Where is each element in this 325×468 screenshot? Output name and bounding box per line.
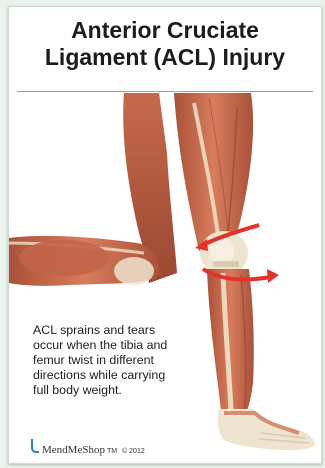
brand-name: MendMeShop: [42, 444, 105, 456]
front-thigh: [174, 93, 253, 251]
copyright-notice: © 2012: [122, 448, 145, 455]
front-shin: [207, 269, 254, 411]
leg-anatomy-illustration: [9, 93, 321, 463]
title-divider: [17, 91, 313, 92]
title-line-1: Anterior Cruciate: [9, 17, 321, 44]
back-leg: [9, 93, 177, 286]
trademark-symbol: TM: [107, 448, 117, 455]
foot: [218, 409, 315, 450]
page-title: Anterior Cruciate Ligament (ACL) Injury: [9, 17, 321, 71]
caption-text: ACL sprains and tears occur when the tib…: [33, 323, 203, 398]
footer-branding: MendMeShop TM © 2012: [31, 439, 145, 456]
brand-logo-icon: [31, 439, 39, 453]
caption-line: occur when the tibia and: [33, 338, 203, 353]
title-line-2: Ligament (ACL) Injury: [9, 44, 321, 71]
acl-info-card: Anterior Cruciate Ligament (ACL) Injury: [8, 6, 322, 464]
caption-line: directions while carrying: [33, 368, 203, 383]
caption-line: femur twist in different: [33, 353, 203, 368]
caption-line: ACL sprains and tears: [33, 323, 203, 338]
caption-line: full body weight.: [33, 383, 203, 398]
